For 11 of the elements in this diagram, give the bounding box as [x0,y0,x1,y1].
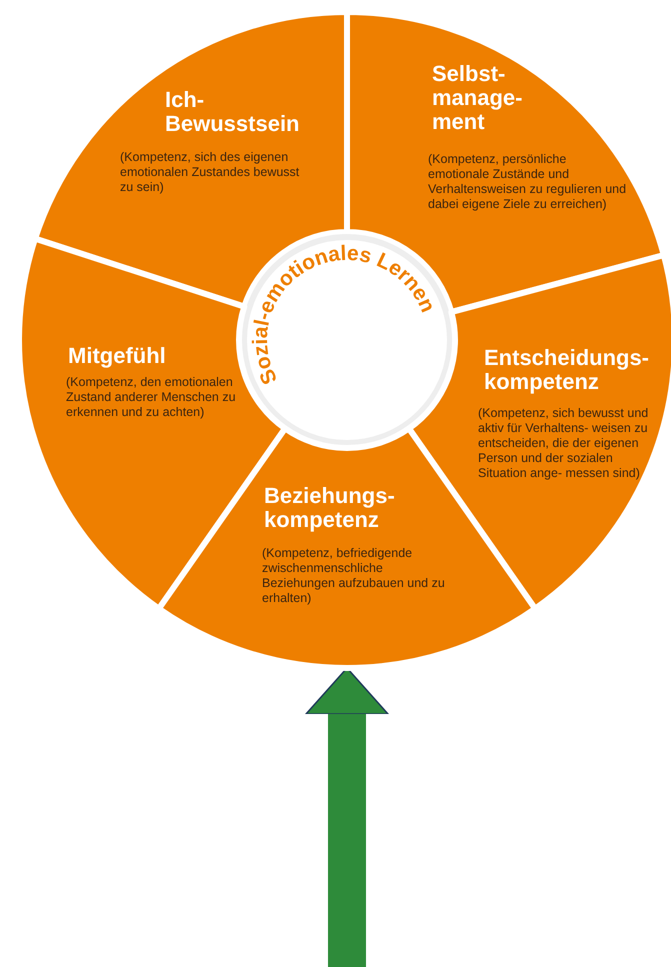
heading-text: Beziehungs- kompetenz [264,484,396,532]
heading-text: Entscheidungs- kompetenz [484,346,650,394]
description-text: (Kompetenz, sich bewusst und aktiv für Verhaltens- weisen zu entscheiden, die der eigenen Person und der sozialen Situation ange- messen sind) [478,406,650,481]
center-circle [240,233,454,447]
description-text: (Kompetenz, den emotionalen Zustand anderer Menschen zu erkennen und zu achten) [66,375,237,420]
description-text: (Kompetenz, persönliche emotionale Zustände und Verhaltensweisen zu regulieren und dabei eigene Ziele zu erreichen) [428,152,628,212]
heading-text: Mitgefühl [68,344,167,368]
description-text: (Kompetenz, sich des eigenen emotionalen Zustandes bewusst zu sein) [120,150,300,195]
heading-text: Selbst- manage- ment [432,62,524,134]
heading-text: Ich- Bewusstsein [165,88,300,136]
description-text: (Kompetenz, befriedigende zwischenmenschliche Beziehungen aufzubauen und zu erhalten) [262,546,446,606]
